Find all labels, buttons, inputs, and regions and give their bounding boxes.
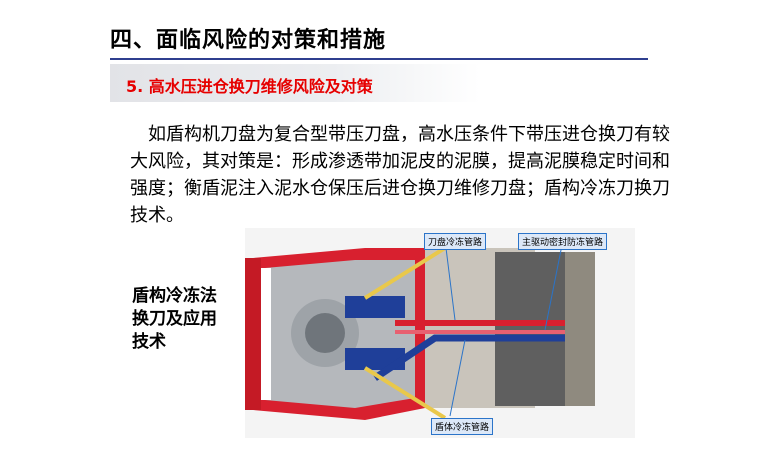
drive-motor-upper <box>345 296 405 318</box>
main-drive-freeze-pipe <box>395 330 565 334</box>
title-divider <box>110 58 648 60</box>
leader-shield <box>449 339 466 417</box>
shield-machine-diagram <box>245 228 635 438</box>
section-subtitle: 5. 高水压进仓换刀维修风险及对策 <box>126 77 373 96</box>
cutterhead-rim <box>261 268 271 400</box>
yellow-pipe-lower <box>363 366 447 420</box>
end-ring <box>565 252 595 406</box>
callout-cutterhead-freeze: 刀盘冷冻管路 <box>424 233 487 250</box>
body-paragraph: 如盾构机刀盘为复合型带压刀盘，高水压条件下带压进仓换刀有较大风险，其对策是：形成… <box>130 124 670 226</box>
leader-main-drive <box>544 239 564 331</box>
main-drive-core <box>305 313 345 353</box>
shield-machine-illustration <box>245 228 635 438</box>
pipe-bundle-dark <box>495 252 565 406</box>
slide-title: 四、面临风险的对策和措施 <box>110 28 387 53</box>
callout-main-drive-freeze: 主驱动密封防冻管路 <box>518 233 608 250</box>
yellow-pipe-upper <box>363 246 447 300</box>
cutterhead-freeze-pipe <box>395 320 565 326</box>
shield-freeze-pipe <box>373 334 565 381</box>
subtitle-band <box>110 64 480 102</box>
callout-shield-freeze: 盾体冷冻管路 <box>431 418 494 435</box>
cutterhead-face <box>245 258 261 410</box>
diagram-side-label: 盾构冷冻法换刀及应用技术 <box>132 286 217 352</box>
leader-cutterhead <box>444 239 456 321</box>
